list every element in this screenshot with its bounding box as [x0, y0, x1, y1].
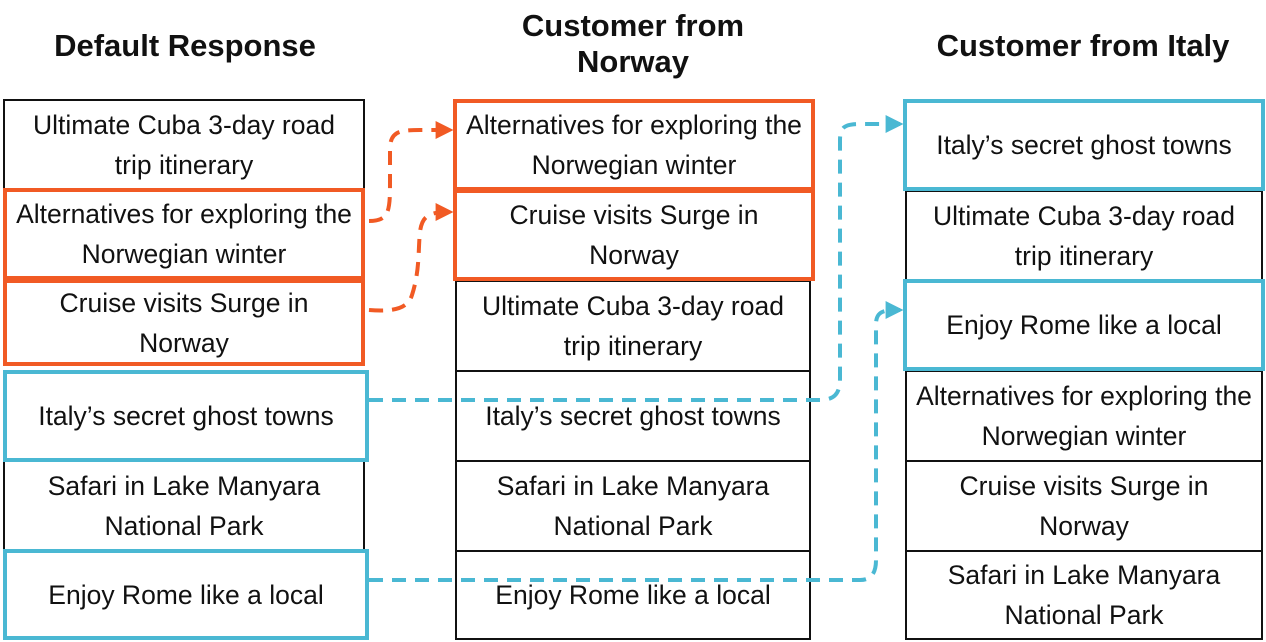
item-label: Italy’s secret ghost towns [936, 130, 1232, 160]
item-label: Cruise visits Surge in Norway [959, 471, 1209, 541]
item-label: Safari in Lake Manyara National Park [47, 471, 321, 541]
column-title-default: Default Response [54, 28, 316, 63]
italy-item-cuba: Ultimate Cuba 3-day road trip itinerary [905, 190, 1263, 281]
item-label: Enjoy Rome like a local [946, 310, 1222, 340]
column-title-italy: Customer from Italy [936, 28, 1230, 63]
connector-cruise-norway [368, 203, 454, 313]
default-item-cruise-norway: Cruise visits Surge in Norway [3, 279, 365, 366]
default-item-norwegian-winter: Alternatives for exploring the Norwegian… [3, 188, 365, 280]
item-label: Safari in Lake Manyara National Park [496, 471, 770, 541]
connector-norwegian-winter [368, 121, 454, 223]
default-item-cuba: Ultimate Cuba 3-day road trip itinerary [3, 99, 365, 190]
default-item-italy-ghost-towns: Italy’s secret ghost towns [3, 370, 369, 462]
norway-item-cuba: Ultimate Cuba 3-day road trip itinerary [455, 280, 811, 372]
item-label: Cruise visits Surge in Norway [509, 200, 759, 270]
italy-item-cruise-norway: Cruise visits Surge in Norway [905, 460, 1263, 552]
default-item-enjoy-rome: Enjoy Rome like a local [3, 549, 369, 640]
norway-item-enjoy-rome: Enjoy Rome like a local [455, 550, 811, 640]
item-label: Alternatives for exploring the Norwegian… [16, 199, 352, 269]
norway-item-italy-ghost-towns: Italy’s secret ghost towns [455, 370, 811, 462]
default-item-safari: Safari in Lake Manyara National Park [3, 460, 365, 552]
italy-item-enjoy-rome: Enjoy Rome like a local [903, 279, 1265, 371]
norway-item-cruise-norway: Cruise visits Surge in Norway [453, 189, 815, 281]
italy-item-norwegian-winter: Alternatives for exploring the Norwegian… [905, 370, 1263, 462]
item-label: Italy’s secret ghost towns [485, 401, 781, 431]
norway-item-safari: Safari in Lake Manyara National Park [455, 460, 811, 552]
item-label: Ultimate Cuba 3-day road trip itinerary [482, 291, 784, 361]
item-label: Enjoy Rome like a local [48, 579, 324, 610]
item-label: Safari in Lake Manyara National Park [947, 560, 1221, 630]
norway-item-norwegian-winter: Alternatives for exploring the Norwegian… [453, 99, 815, 191]
item-label: Alternatives for exploring the Norwegian… [466, 110, 802, 180]
item-label: Enjoy Rome like a local [495, 580, 771, 610]
item-label: Ultimate Cuba 3-day road trip itinerary [33, 109, 335, 180]
column-title-norway: Customer from Norway [521, 8, 745, 79]
item-label: Italy’s secret ghost towns [38, 401, 334, 431]
item-label: Ultimate Cuba 3-day road trip itinerary [933, 200, 1235, 271]
item-label: Alternatives for exploring the Norwegian… [916, 381, 1252, 451]
item-label: Cruise visits Surge in Norway [59, 287, 309, 358]
italy-item-italy-ghost-towns: Italy’s secret ghost towns [903, 99, 1265, 191]
italy-item-safari: Safari in Lake Manyara National Park [905, 550, 1263, 640]
